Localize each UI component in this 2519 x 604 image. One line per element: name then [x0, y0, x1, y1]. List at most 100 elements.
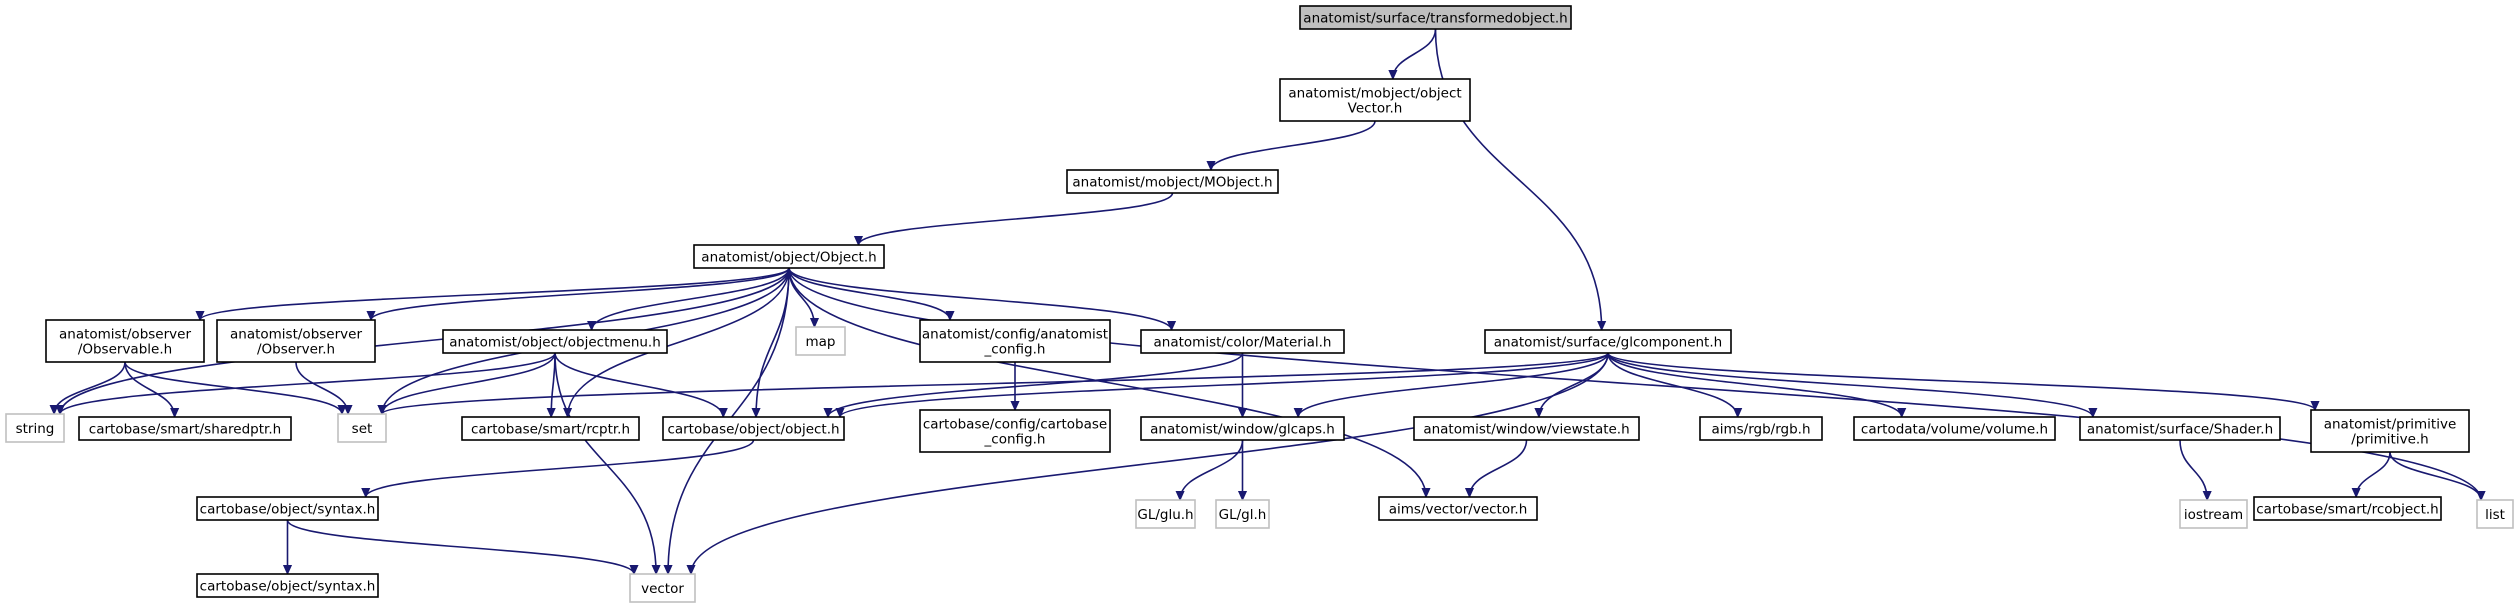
node-transformedobject[interactable]: anatomist/surface/transformedobject.h: [1299, 5, 1572, 30]
node-label: map: [806, 334, 836, 350]
edge-objectmenu-to-vector: [554, 352, 656, 574]
node-label: anatomist/config/anatomist: [922, 327, 1108, 343]
node-label: iostream: [2184, 507, 2243, 523]
node-box: [1699, 416, 1823, 441]
edges-layer: [54, 28, 2481, 574]
node-syntax1[interactable]: cartobase/object/syntax.h: [196, 496, 379, 521]
node-glcomponent[interactable]: anatomist/surface/glcomponent.h: [1484, 329, 1732, 354]
node-label: cartobase/object/syntax.h: [200, 579, 376, 595]
node-sharedptr[interactable]: cartobase/smart/sharedptr.h: [78, 416, 292, 441]
edge-mobject-to-object_h: [858, 192, 1174, 245]
node-label: cartobase/config/cartobase: [923, 417, 1107, 433]
node-glcaps[interactable]: anatomist/window/glcaps.h: [1140, 416, 1345, 441]
node-box: [2179, 499, 2248, 529]
node-label: /Observer.h: [257, 342, 335, 358]
node-box: [1066, 169, 1279, 194]
node-syntax2[interactable]: cartobase/object/syntax.h: [196, 573, 379, 598]
edge-primitive-to-rcobject: [2356, 451, 2391, 497]
node-label: _config.h: [984, 342, 1046, 358]
node-label: Vector.h: [1348, 101, 1403, 117]
edge-objectmenu-to-set: [382, 352, 556, 414]
edge-primitive-to-list: [2389, 451, 2481, 500]
node-label: cartobase/smart/rcptr.h: [471, 422, 630, 438]
node-label: anatomist/surface/transformedobject.h: [1303, 11, 1567, 27]
node-rcobject[interactable]: cartobase/smart/rcobject.h: [2253, 496, 2442, 521]
node-label: cartobase/object/syntax.h: [200, 502, 376, 518]
node-material[interactable]: anatomist/color/Material.h: [1140, 329, 1345, 354]
node-box: [1279, 78, 1471, 122]
node-anatomist_config[interactable]: anatomist/config/anatomist_config.h: [919, 319, 1111, 363]
node-list: list: [2476, 499, 2514, 529]
node-cartobase_config[interactable]: cartobase/config/cartobase_config.h: [919, 409, 1111, 453]
node-label: anatomist/observer: [59, 327, 191, 343]
node-primitive[interactable]: anatomist/primitive/primitive.h: [2310, 409, 2470, 453]
node-label: /primitive.h: [2351, 432, 2429, 448]
node-box: [1484, 329, 1732, 354]
node-box: [1413, 416, 1640, 441]
edge-glcaps-to-glu: [1180, 439, 1244, 500]
node-box: [1140, 329, 1345, 354]
node-aimsvector[interactable]: aims/vector/vector.h: [1378, 496, 1538, 521]
edge-object_h-to-observer: [371, 267, 790, 320]
node-mobject[interactable]: anatomist/mobject/MObject.h: [1066, 169, 1279, 194]
node-glu: GL/glu.h: [1135, 499, 1196, 529]
edge-object_h-to-aimsvector: [788, 267, 1426, 497]
node-label: anatomist/object/objectmenu.h: [449, 335, 661, 351]
node-objectmenu[interactable]: anatomist/object/objectmenu.h: [442, 329, 668, 354]
node-label: anatomist/observer: [230, 327, 362, 343]
edge-object_h-to-anatomist_config: [788, 267, 950, 320]
edge-objectvector-to-mobject: [1211, 120, 1376, 170]
node-label: /Observable.h: [78, 342, 172, 358]
node-label: anatomist/surface/Shader.h: [2087, 422, 2273, 438]
edge-object_h-to-list: [788, 267, 2481, 500]
node-gl: GL/gl.h: [1215, 499, 1270, 529]
node-label: anatomist/surface/glcomponent.h: [1494, 335, 1722, 351]
node-box: [461, 416, 640, 441]
node-box: [662, 416, 845, 441]
node-viewstate[interactable]: anatomist/window/viewstate.h: [1413, 416, 1640, 441]
node-box: [442, 329, 668, 354]
node-box: [1135, 499, 1196, 529]
node-box: [2253, 496, 2442, 521]
node-label: GL/gl.h: [1219, 507, 1267, 523]
node-label: cartobase/smart/rcobject.h: [2256, 502, 2439, 518]
node-box: [795, 326, 846, 356]
node-label: anatomist/mobject/MObject.h: [1072, 175, 1272, 191]
node-box: [919, 319, 1111, 363]
edge-material-to-cb_object: [828, 352, 1244, 417]
node-label: aims/rgb/rgb.h: [1711, 422, 1810, 438]
node-shader[interactable]: anatomist/surface/Shader.h: [2079, 416, 2281, 441]
node-volume[interactable]: cartodata/volume/volume.h: [1853, 416, 2056, 441]
edge-objectmenu-to-rcptr: [551, 352, 555, 417]
node-label: cartodata/volume/volume.h: [1861, 422, 2048, 438]
node-label: cartobase/smart/sharedptr.h: [89, 422, 281, 438]
node-cb_object[interactable]: cartobase/object/object.h: [662, 416, 845, 441]
edge-glcomponent-to-primitive: [1607, 352, 2315, 410]
edge-viewstate-to-aimsvector: [1470, 439, 1528, 497]
node-box: [5, 413, 65, 443]
node-rgb[interactable]: aims/rgb/rgb.h: [1699, 416, 1823, 441]
node-label: list: [2485, 507, 2505, 523]
node-observable[interactable]: anatomist/observer/Observable.h: [45, 319, 205, 363]
edge-object_h-to-objectmenu: [592, 267, 790, 330]
edge-object_h-to-material: [788, 267, 1172, 330]
node-map: map: [795, 326, 846, 356]
node-box: [45, 319, 205, 363]
node-label: _config.h: [984, 432, 1046, 448]
node-rcptr[interactable]: cartobase/smart/rcptr.h: [461, 416, 640, 441]
node-label: cartobase/object/object.h: [667, 422, 839, 438]
node-vector: vector: [629, 573, 696, 603]
node-label: aims/vector/vector.h: [1389, 502, 1528, 518]
node-label: set: [352, 421, 373, 437]
edge-observable-to-string: [54, 361, 126, 414]
node-box: [1853, 416, 2056, 441]
edge-objectmenu-to-cb_object: [554, 352, 723, 417]
node-set: set: [337, 413, 387, 443]
node-box: [1378, 496, 1538, 521]
node-box: [196, 573, 379, 598]
node-object_h[interactable]: anatomist/object/Object.h: [693, 244, 885, 269]
node-observer[interactable]: anatomist/observer/Observer.h: [216, 319, 376, 363]
node-string: string: [5, 413, 65, 443]
edge-object_h-to-rcptr: [568, 267, 790, 417]
